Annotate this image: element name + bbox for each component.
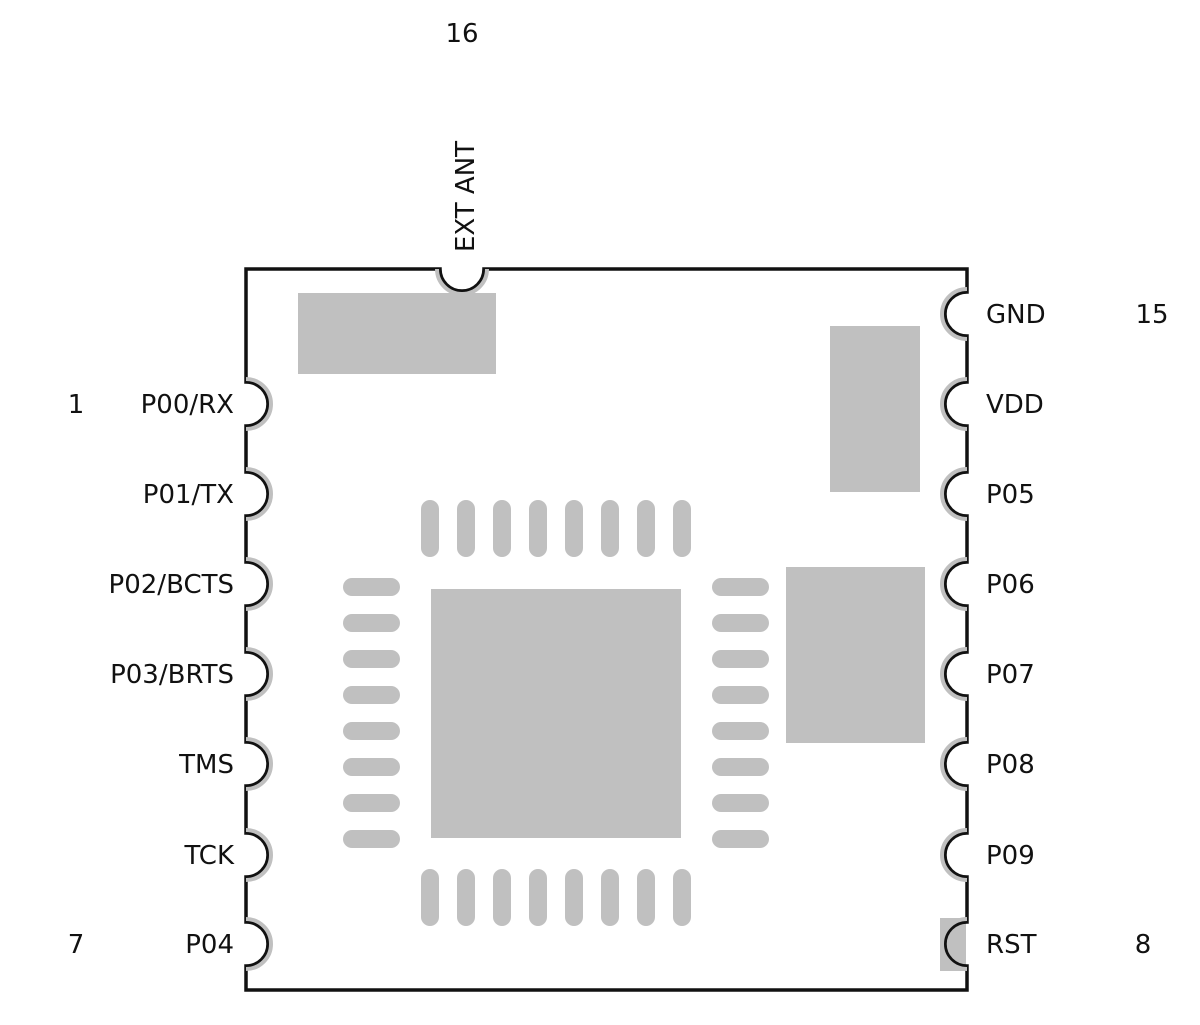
- chip-pad-bottom-2: [457, 869, 475, 926]
- right-pin-number-last: 8: [1135, 930, 1152, 960]
- antenna-pin-label: EXT ANT: [451, 141, 481, 252]
- chip-pad-bottom-4: [529, 869, 547, 926]
- left-pin-label-5: TMS: [178, 750, 234, 780]
- chip-pads: [343, 500, 769, 926]
- chip-pad-right-8: [712, 830, 769, 848]
- chip-pad-bottom-8: [673, 869, 691, 926]
- right-hole-ring-7: [940, 828, 968, 882]
- chip-pad-top-1: [421, 500, 439, 557]
- right-pin-label-4: P06: [986, 570, 1035, 600]
- chip-pad-left-7: [343, 794, 400, 812]
- left-hole-ring-3: [245, 557, 273, 611]
- chip-pad-right-2: [712, 614, 769, 632]
- left-pin-number-first: 1: [68, 390, 85, 420]
- chip-pad-right-3: [712, 650, 769, 668]
- right-pin-label-1: GND: [986, 300, 1046, 330]
- left-hole-ring-7: [245, 917, 273, 971]
- chip-pad-top-5: [565, 500, 583, 557]
- right-hole-ring-5: [940, 647, 968, 701]
- chip-pad-left-5: [343, 722, 400, 740]
- left-hole-ring-1: [245, 377, 273, 431]
- right-pin-number-first: 15: [1135, 300, 1168, 330]
- left-pin-label-2: P01/TX: [143, 480, 234, 510]
- right-pin-label-2: VDD: [986, 390, 1044, 420]
- left-pins: P00/RX P01/TX P02/BCTS P03/BRTS TMS TCK …: [68, 390, 235, 960]
- chip-pad-bottom-7: [637, 869, 655, 926]
- castellation-plating: [245, 268, 968, 971]
- left-pin-label-6: TCK: [183, 841, 235, 871]
- left-hole-ring-6: [245, 828, 273, 882]
- left-hole-ring-4: [245, 647, 273, 701]
- left-pin-label-4: P03/BRTS: [110, 660, 234, 690]
- chip-pad-top-2: [457, 500, 475, 557]
- chip-pad-left-6: [343, 758, 400, 776]
- chip-pad-bottom-3: [493, 869, 511, 926]
- chip-pad-top-6: [601, 500, 619, 557]
- chip-pad-left-8: [343, 830, 400, 848]
- right-hole-ring-1: [940, 287, 968, 341]
- left-pin-label-3: P02/BCTS: [109, 570, 234, 600]
- passive-component-right: [786, 567, 925, 743]
- left-pin-label-1: P00/RX: [141, 390, 234, 420]
- chip-pad-top-7: [637, 500, 655, 557]
- chip-pad-top-3: [493, 500, 511, 557]
- chip-pad-right-7: [712, 794, 769, 812]
- right-hole-ring-4: [940, 557, 968, 611]
- chip-pad-bottom-6: [601, 869, 619, 926]
- right-hole-ring-2: [940, 377, 968, 431]
- chip-pad-bottom-5: [565, 869, 583, 926]
- right-pin-label-7: P09: [986, 841, 1035, 871]
- chip-pad-left-4: [343, 686, 400, 704]
- crystal-component-right: [830, 326, 920, 492]
- chip-pad-right-6: [712, 758, 769, 776]
- chip-pad-left-3: [343, 650, 400, 668]
- right-hole-ring-3: [940, 467, 968, 521]
- chip-pad-bottom-1: [421, 869, 439, 926]
- right-pins: GND VDD P05 P06 P07 P08 P09 RST 15 8: [986, 300, 1169, 960]
- chip-pad-left-2: [343, 614, 400, 632]
- right-pin-label-3: P05: [986, 480, 1035, 510]
- chip-pad-right-5: [712, 722, 769, 740]
- left-hole-ring-2: [245, 467, 273, 521]
- left-pin-label-7: P04: [185, 930, 234, 960]
- module-outline: [244, 267, 969, 992]
- right-hole-ring-8: [940, 917, 968, 971]
- antenna-pin: EXT ANT 16: [445, 19, 481, 252]
- right-pin-label-8: RST: [986, 930, 1037, 960]
- antenna-hole-ring: [435, 268, 489, 296]
- chip-body: [431, 589, 681, 838]
- chip-pad-top-8: [673, 500, 691, 557]
- chip-pad-top-4: [529, 500, 547, 557]
- left-pin-number-last: 7: [68, 930, 85, 960]
- antenna-pin-number: 16: [445, 19, 478, 49]
- shield-component-top-left: [298, 293, 496, 374]
- left-hole-ring-5: [245, 737, 273, 791]
- chip-pad-right-1: [712, 578, 769, 596]
- chip-pad-left-1: [343, 578, 400, 596]
- right-pin-label-6: P08: [986, 750, 1035, 780]
- chip-pad-right-4: [712, 686, 769, 704]
- internal-components: [298, 293, 966, 971]
- right-hole-ring-6: [940, 737, 968, 791]
- right-pin-label-5: P07: [986, 660, 1035, 690]
